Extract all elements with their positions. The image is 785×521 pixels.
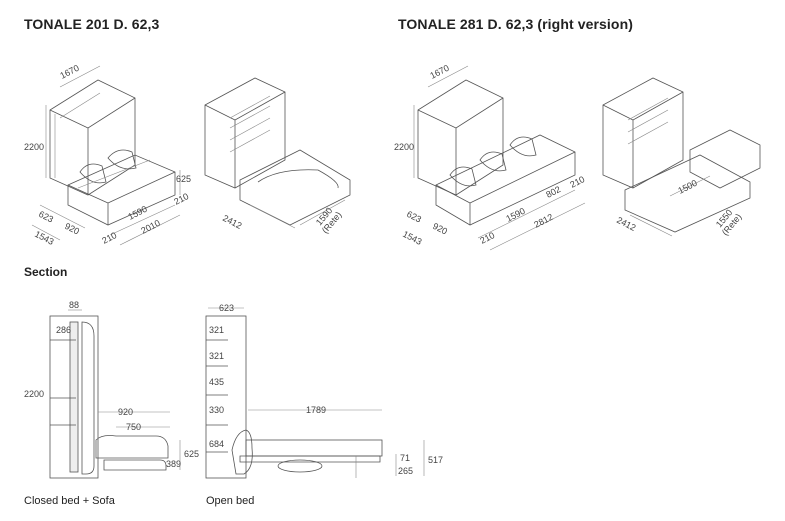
section-open-drawing: 623 321 321 435 330 684 1789 71 265 517 <box>205 303 443 479</box>
dim-201-2010: 2010 <box>139 218 161 236</box>
dim-281-210b: 210 <box>568 174 586 190</box>
sec-closed-389: 389 <box>166 459 181 469</box>
dim-201o-width: 2412 <box>221 213 243 231</box>
tonale-201-closed-drawing: 2200 1670 625 210 623 920 1543 210 1590 … <box>24 63 191 247</box>
tonale-281-closed-drawing: 2200 1670 623 920 1543 210 1590 802 210 … <box>394 63 586 251</box>
sec-closed-920: 920 <box>118 407 133 417</box>
section-heading: Section <box>24 265 68 279</box>
sec-open-265: 265 <box>398 466 413 476</box>
sec-open-517: 517 <box>428 455 443 465</box>
sec-open-1789: 1789 <box>306 405 326 415</box>
section-closed-drawing: 88 286 2200 920 750 625 389 <box>24 300 199 479</box>
dim-281-total-depth: 1543 <box>401 229 423 247</box>
dim-281-width: 1670 <box>428 63 450 81</box>
sec-open-330: 330 <box>209 405 224 415</box>
sec-open-435: 435 <box>209 377 224 387</box>
tonale-281-open-drawing: 1500 2412 1550 (Rete) <box>602 77 761 237</box>
dim-201-total-depth: 1543 <box>33 229 55 247</box>
dim-281-height: 2200 <box>394 142 414 152</box>
sec-closed-286: 286 <box>56 325 71 335</box>
sec-closed-625: 625 <box>184 449 199 459</box>
dim-281-210a: 210 <box>478 230 496 246</box>
sec-closed-88: 88 <box>69 300 79 310</box>
dim-281-2812: 2812 <box>532 212 554 230</box>
caption-closed-bed-sofa: Closed bed + Sofa <box>24 495 115 507</box>
dim-281-depth2: 920 <box>431 221 449 237</box>
dim-201-sofa-h: 625 <box>176 174 191 184</box>
title-tonale-201: TONALE 201 D. 62,3 <box>24 16 160 32</box>
sec-closed-2200: 2200 <box>24 389 44 399</box>
dim-281o-width: 2412 <box>615 215 637 233</box>
sec-open-321a: 321 <box>209 325 224 335</box>
tonale-201-open-drawing: 2412 1590 (Rete) <box>204 77 351 235</box>
caption-open-bed: Open bed <box>206 495 255 507</box>
dim-281-1590: 1590 <box>504 206 526 224</box>
dim-201-1590: 1590 <box>126 204 148 222</box>
sec-closed-750: 750 <box>126 422 141 432</box>
title-tonale-281: TONALE 281 D. 62,3 (right version) <box>398 16 633 32</box>
sec-open-623: 623 <box>219 303 234 313</box>
dim-281-depth1: 623 <box>405 209 423 225</box>
sec-open-321b: 321 <box>209 351 224 361</box>
sec-open-71: 71 <box>400 453 410 463</box>
dim-201-height: 2200 <box>24 142 44 152</box>
dim-201-depth2: 920 <box>63 221 81 237</box>
dim-281o-1500: 1500 <box>676 178 698 196</box>
sec-open-684: 684 <box>209 439 224 449</box>
